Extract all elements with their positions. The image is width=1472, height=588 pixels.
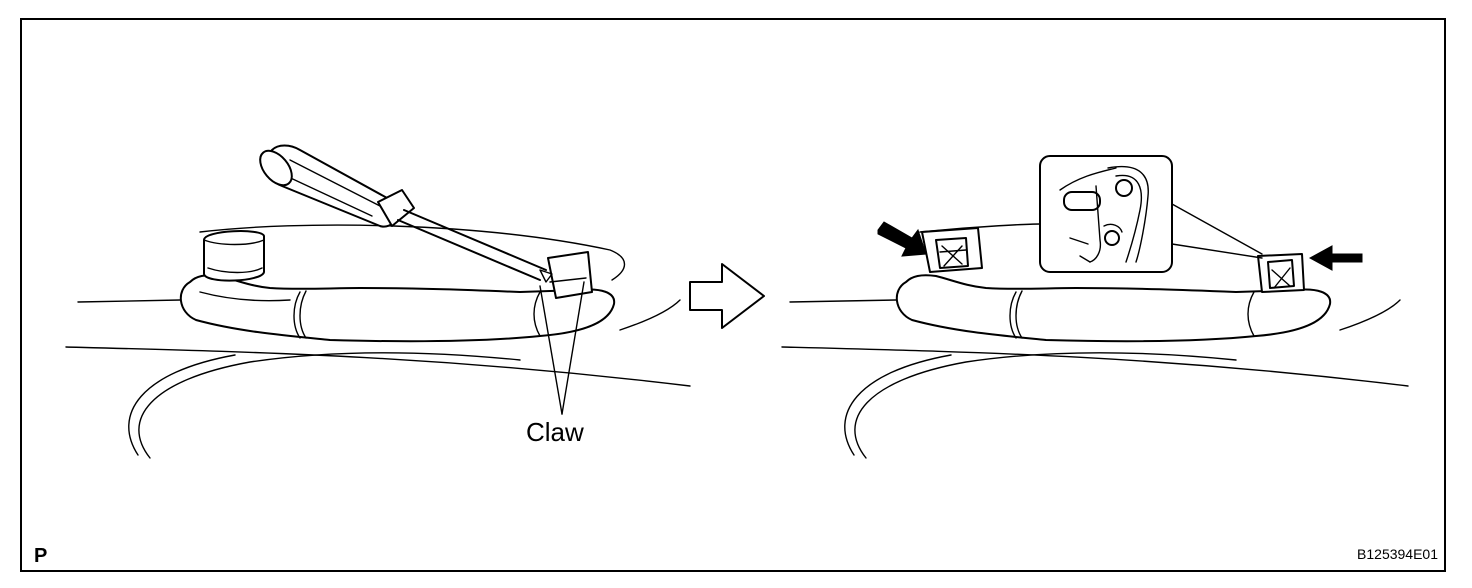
exposed-clip-right bbox=[1257, 253, 1305, 293]
figure-code-label: B125394E01 bbox=[1357, 546, 1438, 562]
hollow-right-arrow-icon bbox=[689, 263, 765, 329]
left-scene bbox=[65, 144, 691, 459]
end-cover-left bbox=[203, 230, 265, 282]
assist-grip-right bbox=[896, 274, 1332, 343]
figure-frame bbox=[20, 18, 1446, 572]
right-scene bbox=[781, 155, 1409, 459]
exposed-clip-left bbox=[921, 227, 983, 273]
claw-label: Claw bbox=[526, 417, 584, 447]
solid-black-arrow-icon bbox=[877, 221, 1363, 271]
claw-pointer-lines bbox=[539, 281, 585, 415]
clip-detail-inset bbox=[1039, 155, 1173, 273]
assist-grip-left bbox=[180, 274, 616, 343]
screwdriver bbox=[259, 144, 553, 283]
panel-id-label: P bbox=[34, 545, 48, 567]
end-cover-right-pried bbox=[547, 251, 593, 299]
